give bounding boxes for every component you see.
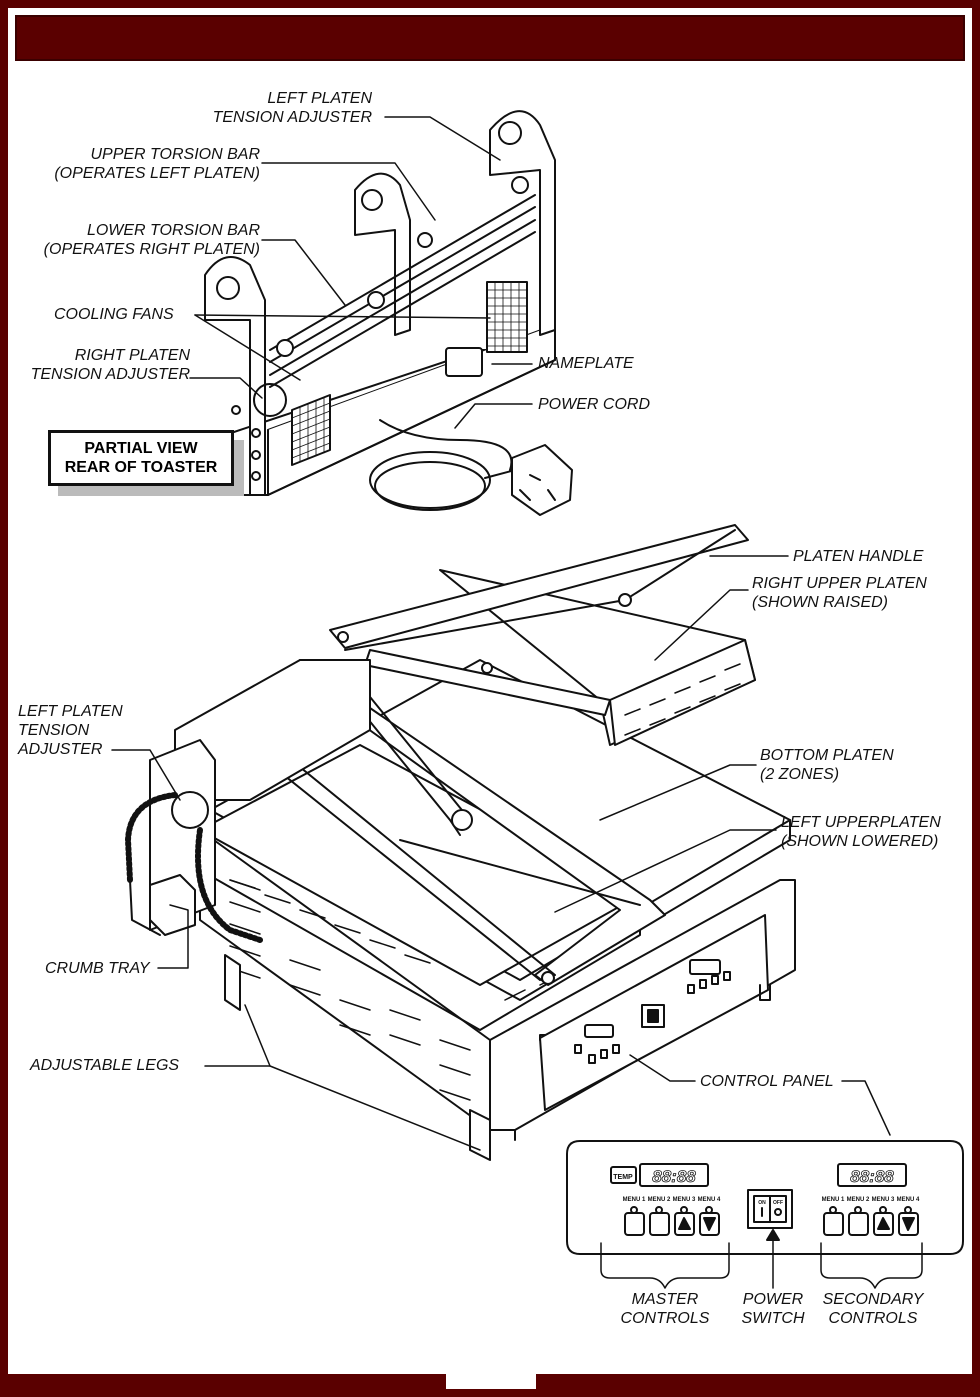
header-bar	[15, 15, 965, 61]
label-nameplate: NAMEPLATE	[538, 355, 634, 372]
label-right-upper-platen: RIGHT UPPER PLATEN (SHOWN RAISED)	[752, 574, 927, 612]
rear-leader-lines	[189, 116, 533, 429]
label-line: CONTROLS	[828, 1310, 918, 1327]
master-menu-3: MENU 3	[673, 1197, 696, 1203]
label-power-switch: POWER SWITCH	[733, 1290, 813, 1328]
master-menu-1: MENU 1	[623, 1197, 646, 1203]
temp-badge: TEMP	[613, 1174, 633, 1181]
label-upper-torsion-bar: UPPER TORSION BAR (OPERATES LEFT PLATEN)	[20, 145, 260, 183]
secondary-menu-4: MENU 4	[897, 1197, 920, 1203]
partial-view-box: PARTIAL VIEW REAR OF TOASTER	[48, 430, 234, 486]
label-bottom-platen: BOTTOM PLATEN (2 ZONES)	[760, 746, 894, 784]
switch-on-label: ON	[758, 1200, 766, 1206]
label-platen-handle: PLATEN HANDLE	[793, 548, 924, 565]
label-left-platen-tension-adjuster-front: LEFT PLATEN TENSION ADJUSTER	[18, 702, 123, 759]
master-menu-2: MENU 2	[648, 1197, 671, 1203]
label-line: RIGHT PLATEN	[74, 347, 190, 364]
panel-text: TEMP 88:88 88:88 MENU 1 MENU 2 MENU 3 ME…	[613, 1167, 920, 1206]
label-line: (SHOWN LOWERED)	[781, 833, 939, 850]
label-lower-torsion-bar: LOWER TORSION BAR (OPERATES RIGHT PLATEN…	[10, 221, 260, 259]
toaster-illustration	[125, 524, 796, 1161]
label-line: TENSION ADJUSTER	[212, 109, 372, 126]
label-control-panel: CONTROL PANEL	[700, 1073, 834, 1090]
label-line: LEFT PLATEN	[18, 703, 123, 720]
label-line: LEFT PLATEN	[267, 90, 372, 107]
label-line: TENSION	[18, 722, 90, 739]
label-line: TENSION ADJUSTER	[30, 366, 190, 383]
label-line: RIGHT UPPER PLATEN	[752, 575, 927, 592]
switch-off-label: OFF	[773, 1200, 783, 1206]
main-leader-lines	[111, 555, 891, 1151]
label-line: SWITCH	[741, 1310, 805, 1327]
label-line: (OPERATES LEFT PLATEN)	[54, 165, 260, 182]
label-right-platen-tension-adjuster: RIGHT PLATEN TENSION ADJUSTER	[10, 346, 190, 384]
label-line: (SHOWN RAISED)	[752, 594, 888, 611]
footer-bar-right	[536, 1374, 980, 1397]
label-left-upper-platen: LEFT UPPERPLATEN (SHOWN LOWERED)	[781, 813, 941, 851]
secondary-menu-1: MENU 1	[822, 1197, 845, 1203]
label-line: ADJUSTER	[18, 741, 103, 758]
label-power-cord: POWER CORD	[538, 396, 650, 413]
label-left-platen-tension-adjuster-rear: LEFT PLATEN TENSION ADJUSTER	[172, 89, 372, 127]
label-cooling-fans: COOLING FANS	[54, 306, 174, 323]
label-adjustable-legs: ADJUSTABLE LEGS	[30, 1057, 180, 1074]
master-menu-4: MENU 4	[698, 1197, 721, 1203]
label-secondary-controls: SECONDARY CONTROLS	[815, 1290, 931, 1328]
master-display: 88:88	[652, 1167, 696, 1186]
label-line: CONTROLS	[620, 1310, 710, 1327]
label-line: BOTTOM PLATEN	[760, 747, 894, 764]
label-line: (OPERATES RIGHT PLATEN)	[43, 241, 260, 258]
label-crumb-tray: CRUMB TRAY	[45, 960, 150, 977]
label-master-controls: MASTER CONTROLS	[605, 1290, 725, 1328]
footer-bar-left	[0, 1374, 446, 1397]
label-line: UPPER TORSION BAR	[90, 146, 260, 163]
label-line: LOWER TORSION BAR	[86, 222, 260, 239]
label-line: (2 ZONES)	[760, 766, 840, 783]
label-line: MASTER	[631, 1291, 699, 1308]
rear-view-illustration	[204, 110, 573, 516]
control-panel-detail	[566, 1140, 964, 1289]
partial-view-line: REAR OF TOASTER	[64, 459, 218, 476]
secondary-display: 88:88	[850, 1167, 894, 1186]
secondary-menu-2: MENU 2	[847, 1197, 870, 1203]
partial-view-line: PARTIAL VIEW	[84, 440, 198, 457]
label-line: POWER	[742, 1291, 804, 1308]
label-line: SECONDARY	[822, 1291, 924, 1308]
secondary-menu-3: MENU 3	[872, 1197, 895, 1203]
label-line: LEFT UPPERPLATEN	[781, 814, 941, 831]
